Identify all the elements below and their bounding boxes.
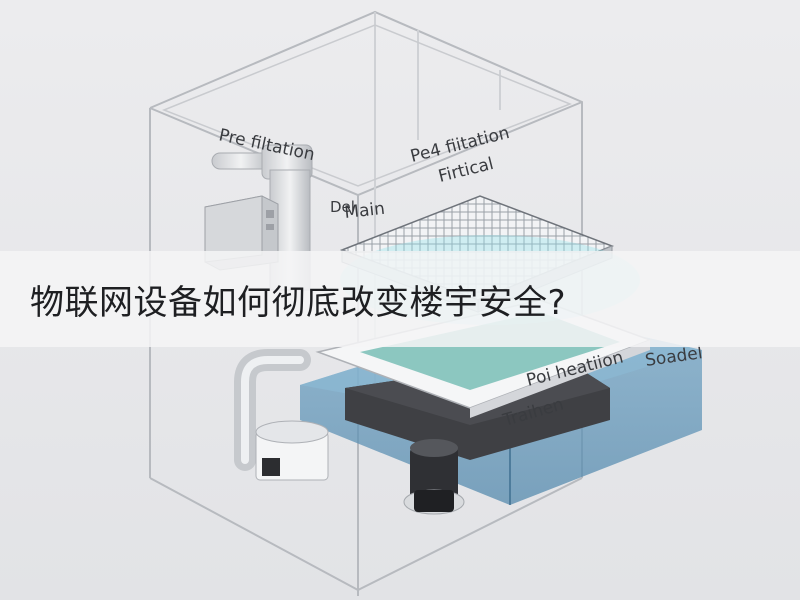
- title-banner: 物联网设备如何彻底改变楼宇安全?: [0, 251, 800, 347]
- inlet-pipe: [211, 144, 313, 291]
- drain-pipe: [234, 349, 311, 471]
- label-main: Main: [343, 199, 385, 223]
- bottom-pump: [403, 439, 465, 515]
- page-title: 物联网设备如何彻底改变楼宇安全?: [30, 282, 567, 323]
- label-del: Del: [330, 198, 355, 216]
- filter-canister: [255, 420, 329, 481]
